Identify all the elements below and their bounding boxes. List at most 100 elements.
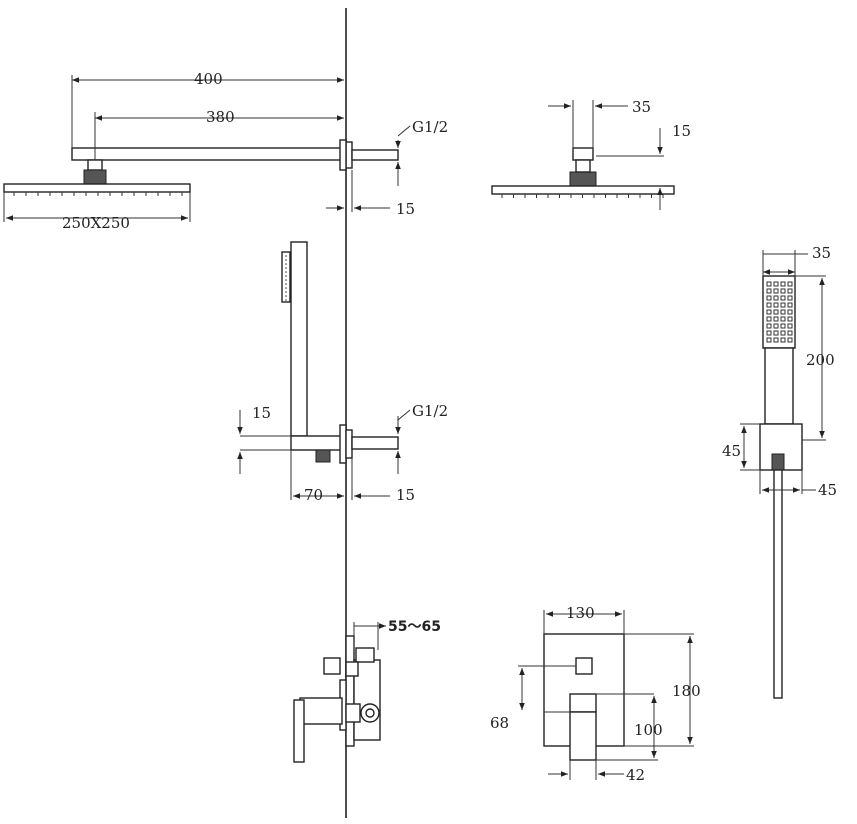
dim-wall-offset-bracket: 15: [351, 458, 415, 504]
spray-dot: [285, 283, 287, 285]
spray-dot: [285, 259, 287, 261]
hand-shower: [759, 275, 803, 699]
spray-hole: [773, 337, 779, 343]
shower-head-front: [3, 183, 191, 193]
dim-arm-outer: 400: [71, 70, 344, 148]
dim-lever-width: 42: [548, 760, 645, 784]
spray-dot: [285, 295, 287, 297]
spray-hole: [787, 302, 793, 308]
dim-holder-height-label: 45: [722, 442, 741, 460]
spray-hole: [773, 330, 779, 336]
dim-lever-offset-label: 68: [490, 714, 509, 732]
dim-holder-width-label: 45: [818, 481, 837, 499]
wall-bracket-assembly: [281, 241, 399, 464]
dim-head-side-height-label: 15: [672, 122, 691, 140]
spray-hole: [787, 281, 793, 287]
dim-plate-height: 180: [624, 633, 701, 747]
dim-thread-top: G1/2: [395, 118, 448, 186]
spray-hole: [766, 316, 772, 322]
shower-arm-assembly: [3, 139, 399, 193]
valve-side: [293, 635, 381, 763]
spray-dot: [285, 271, 287, 273]
dim-wall-offset-bracket-label: 15: [396, 486, 415, 504]
valve-front-plate: [543, 633, 654, 761]
spray-hole: [773, 316, 779, 322]
spray-hole: [787, 295, 793, 301]
spray-hole: [780, 316, 786, 322]
dim-bracket-height-label: 15: [252, 404, 271, 422]
shower-head-side: [491, 147, 675, 195]
spray-dot: [285, 275, 287, 277]
spray-dot: [285, 263, 287, 265]
dim-bracket-depth: 70: [290, 450, 344, 504]
dim-wall-offset-top-label: 15: [396, 200, 415, 218]
dim-lever-offset: 68: [490, 665, 576, 732]
dim-thread-bracket-label: G1/2: [412, 402, 448, 420]
spray-hole: [766, 337, 772, 343]
spray-hole: [787, 330, 793, 336]
spray-dot: [285, 255, 287, 257]
dim-bracket-depth-label: 70: [304, 486, 323, 504]
spray-hole: [766, 302, 772, 308]
spray-hole: [780, 323, 786, 329]
spray-hole: [766, 295, 772, 301]
dim-bracket-height: 15: [237, 404, 291, 474]
spray-dot: [285, 279, 287, 281]
dim-lever-height-label: 100: [634, 721, 663, 739]
spray-hole: [773, 309, 779, 315]
spray-hole: [773, 288, 779, 294]
dim-arm-outer-label: 400: [194, 70, 223, 88]
spray-hole: [780, 302, 786, 308]
spray-hole: [780, 295, 786, 301]
dim-arm-inner: 380: [94, 108, 344, 160]
dim-thread-top-label: G1/2: [412, 118, 448, 136]
dim-thread-bracket: G1/2: [395, 402, 448, 474]
spray-hole: [787, 337, 793, 343]
spray-hole: [766, 281, 772, 287]
spray-hole: [787, 316, 793, 322]
spray-hole: [773, 302, 779, 308]
dim-head-size: 250X250: [3, 192, 191, 232]
dim-handshower-width-label: 35: [812, 244, 831, 262]
dim-head-side-height: 15: [596, 122, 691, 210]
shower-head-side-nozzles: [501, 194, 664, 198]
spray-dot: [285, 287, 287, 289]
spray-hole: [780, 337, 786, 343]
spray-hole: [780, 330, 786, 336]
spray-hole: [780, 288, 786, 294]
dim-plate-width-label: 130: [566, 604, 595, 622]
spray-dot: [285, 267, 287, 269]
spray-dot: [285, 291, 287, 293]
dim-handshower-length-label: 200: [806, 351, 835, 369]
dim-holder-height: 45: [722, 423, 760, 471]
dim-lever-width-label: 42: [626, 766, 645, 784]
spray-hole: [766, 288, 772, 294]
dim-holder-width: 45: [759, 470, 837, 499]
spray-hole: [773, 323, 779, 329]
spray-dot: [285, 299, 287, 301]
dim-handshower-width: 35: [762, 244, 831, 276]
dim-valve-depth-label: 55～65: [388, 619, 441, 635]
dim-plate-width: 130: [543, 604, 625, 634]
spray-hole: [787, 323, 793, 329]
dim-wall-offset-top: 15: [326, 170, 415, 218]
spray-hole: [766, 330, 772, 336]
dim-plate-height-label: 180: [672, 682, 701, 700]
dim-head-size-label: 250X250: [62, 214, 130, 232]
dim-head-side-width: 35: [548, 98, 651, 150]
dim-lever-height: 100: [596, 696, 663, 761]
spray-hole: [787, 288, 793, 294]
shower-head-nozzles: [13, 192, 183, 196]
spray-hole: [780, 281, 786, 287]
dim-arm-inner-label: 380: [206, 108, 235, 126]
spray-hole: [773, 281, 779, 287]
spray-hole: [787, 309, 793, 315]
spray-hole: [780, 309, 786, 315]
spray-hole: [773, 295, 779, 301]
dim-head-side-width-label: 35: [632, 98, 651, 116]
spray-hole: [766, 323, 772, 329]
dim-valve-depth: 55～65: [353, 619, 441, 650]
spray-hole: [766, 309, 772, 315]
dim-handshower-length: 200: [795, 275, 835, 441]
